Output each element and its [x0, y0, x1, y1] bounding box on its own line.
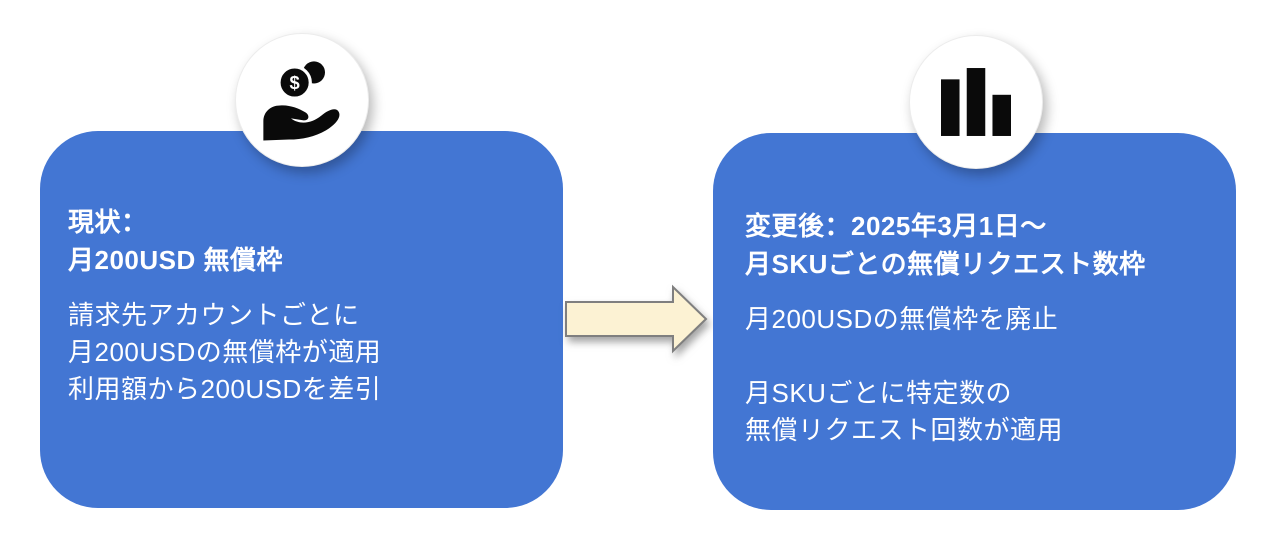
- card-after-body: 月200USDの無償枠を廃止 月SKUごとに特定数の 無償リクエスト回数が適用: [745, 304, 1064, 445]
- bar-chart-icon: [941, 68, 1011, 136]
- money-icon-badge: $: [235, 33, 369, 167]
- bar-medium: [941, 79, 960, 136]
- card-after-title: 変更後：2025年3月1日〜 月SKUごとの無償リクエスト数枠: [745, 211, 1146, 279]
- bar-short: [992, 94, 1011, 136]
- transition-arrow: [563, 283, 711, 355]
- hand-holding-money-icon: $: [263, 61, 340, 141]
- card-after-change: 変更後：2025年3月1日〜 月SKUごとの無償リクエスト数枠 月200USDの…: [713, 133, 1236, 510]
- hand-icon: [263, 105, 340, 141]
- right-arrow-icon: [565, 284, 708, 354]
- coin-dollar-symbol: $: [290, 72, 300, 93]
- chart-icon-badge: [909, 35, 1043, 169]
- front-coin-icon: [277, 65, 312, 100]
- card-current-body: 請求先アカウントごとに 月200USDの無償枠が適用 利用額から200USDを差…: [68, 300, 382, 404]
- card-current-state: 現状： 月200USD 無償枠 請求先アカウントごとに 月200USDの無償枠が…: [40, 131, 563, 508]
- card-current-title: 現状： 月200USD 無償枠: [68, 207, 283, 275]
- bar-tall: [966, 68, 986, 136]
